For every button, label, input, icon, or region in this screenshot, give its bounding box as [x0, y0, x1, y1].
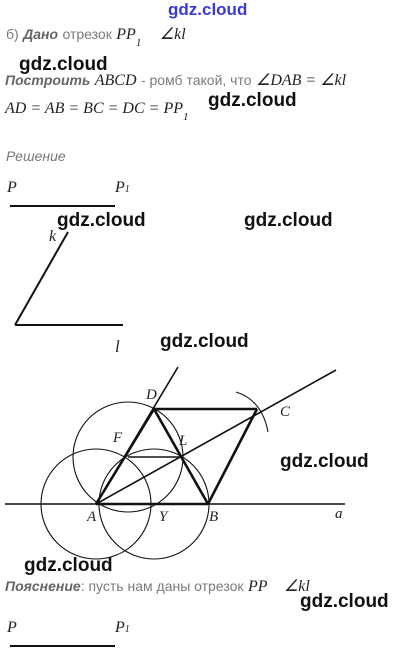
segment-subscript: 1	[135, 37, 142, 49]
side-bc	[206, 408, 259, 505]
label-d: D	[146, 387, 157, 403]
diagonal-ac	[95, 369, 337, 505]
sides-equality-text: AD = AB = BC = DC = PP	[5, 100, 183, 117]
label-f: F	[113, 430, 123, 446]
sides-equality-subscript: 1	[183, 111, 189, 123]
ray-k	[14, 231, 69, 326]
label-line-a: a	[335, 506, 343, 522]
watermark: gdz.cloud	[300, 591, 389, 612]
sides-equality: AD = AB = BC = DC = PP1	[5, 100, 189, 123]
solution-heading: Решение	[6, 148, 66, 164]
given-line: б) Дано отрезок PP1 ∠kl	[6, 26, 186, 49]
given-angle: ∠kl	[159, 26, 186, 43]
label-l-point: L	[179, 433, 188, 449]
label-p1-bottom-subscript: 1	[124, 624, 130, 635]
watermark: gdz.cloud	[24, 555, 113, 576]
label-p1-bottom: P1	[115, 620, 130, 636]
construct-text: - ромб такой, что	[140, 72, 252, 88]
watermark: gdz.cloud	[168, 0, 248, 19]
explanation-text: : пусть нам даны отрезок	[80, 578, 244, 594]
watermark: gdz.cloud	[57, 210, 146, 231]
label-b: B	[209, 509, 219, 525]
explanation-line: Пояснение: пусть нам даны отрезок PP ∠kl	[5, 579, 310, 595]
label-p1-bottom-letter: P	[115, 619, 125, 636]
watermark: gdz.cloud	[19, 54, 108, 75]
construct-label: Построить	[5, 72, 91, 88]
construct-line: Построить ABCD - ромб такой, что ∠DAB = …	[5, 73, 346, 89]
explanation-angle: ∠kl	[283, 578, 310, 595]
angle-equality: ∠DAB = ∠kl	[255, 72, 347, 89]
label-p1-top: P1	[115, 180, 130, 196]
side-ad	[94, 408, 156, 505]
label-p-bottom: P	[7, 619, 17, 636]
label-p1-top-letter: P	[115, 179, 125, 196]
label-p1-top-subscript: 1	[124, 184, 130, 195]
label-p-top: P	[7, 179, 17, 196]
explanation-segment: PP	[247, 578, 268, 595]
circle-upper	[72, 401, 184, 513]
watermark: gdz.cloud	[280, 451, 369, 472]
label-k: k	[49, 228, 57, 245]
arc-c	[235, 391, 269, 433]
given-text: отрезок	[62, 26, 112, 42]
rhombus-name: ABCD	[94, 72, 137, 89]
label-y: Y	[159, 509, 168, 525]
watermark: gdz.cloud	[244, 210, 333, 231]
explanation-label: Пояснение	[5, 578, 81, 594]
watermark: gdz.cloud	[160, 331, 249, 352]
item-prefix: б)	[6, 26, 19, 42]
label-c: C	[280, 404, 291, 420]
given-label: Дано	[23, 26, 59, 42]
label-l: l	[115, 337, 120, 356]
watermark: gdz.cloud	[208, 90, 297, 111]
given-segment: PP1	[116, 26, 141, 49]
segment-name: PP	[116, 26, 136, 43]
label-a: A	[87, 509, 97, 525]
